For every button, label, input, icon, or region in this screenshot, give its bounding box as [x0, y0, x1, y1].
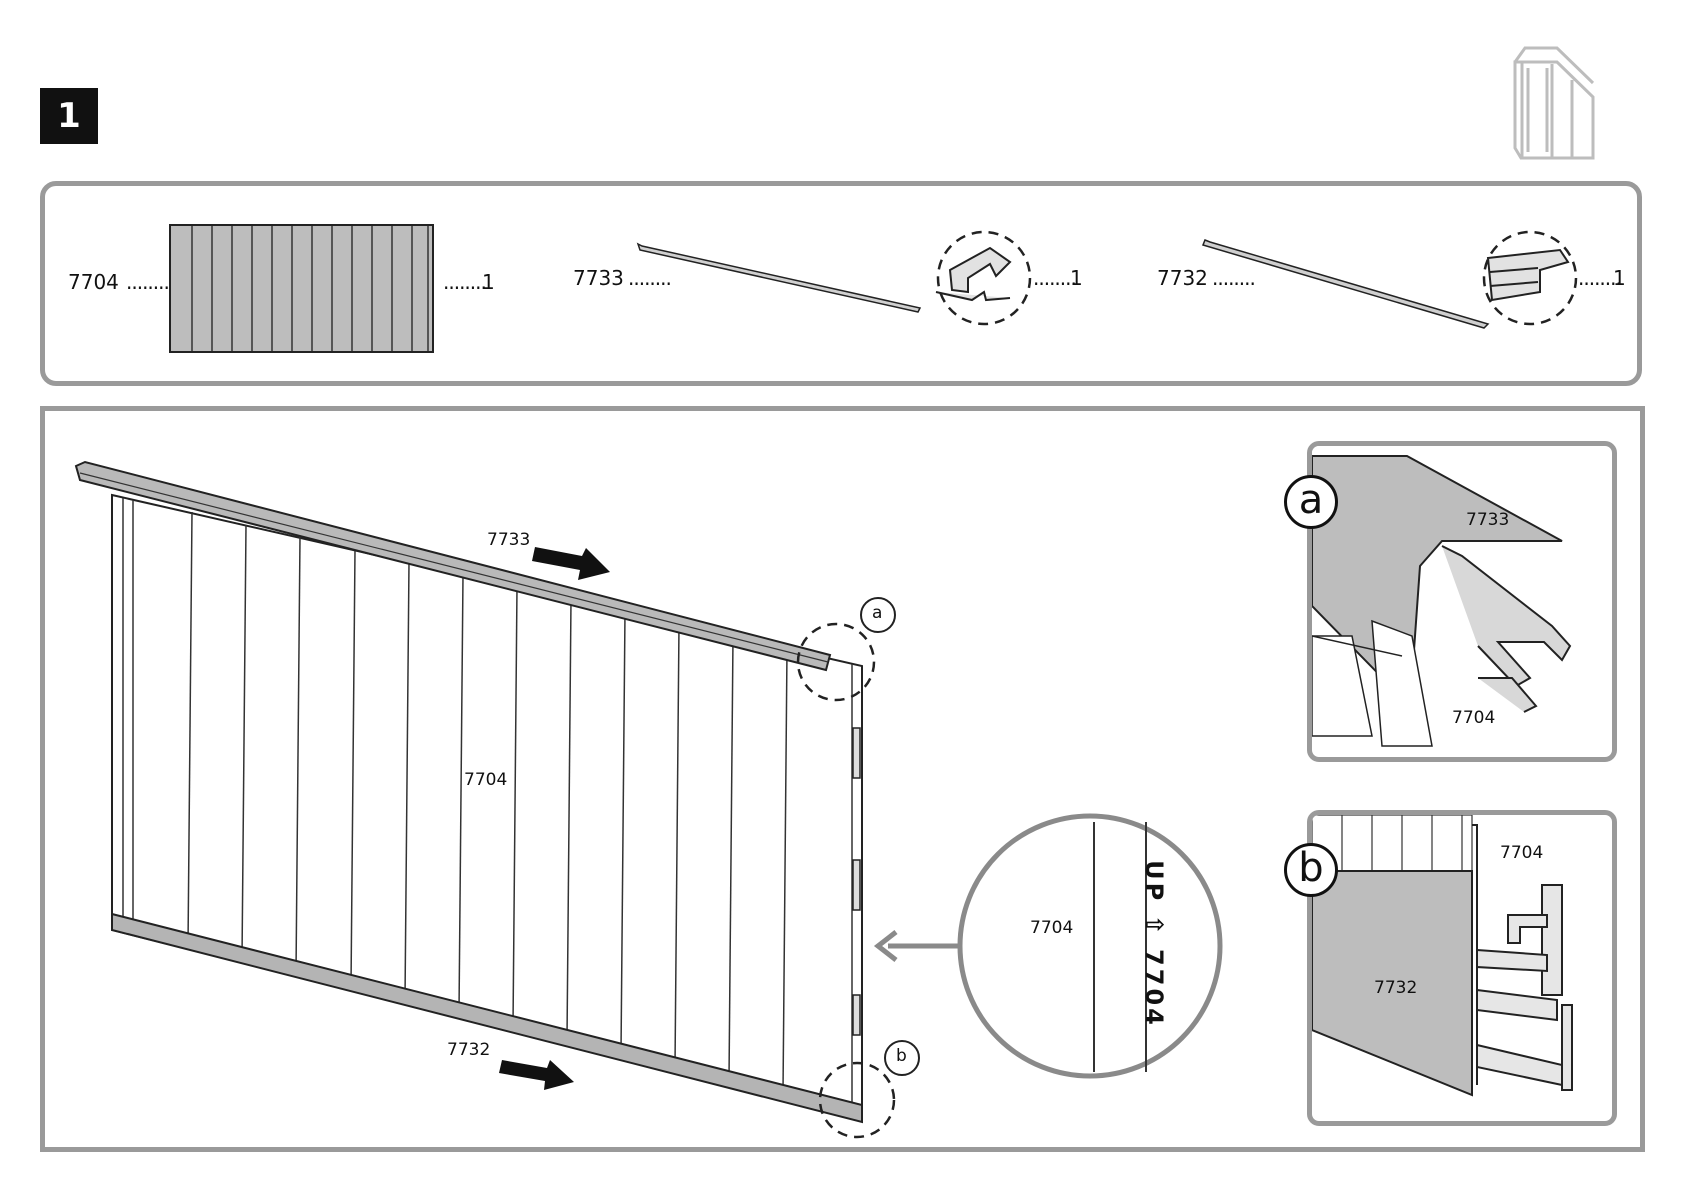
detail-b-panel — [1307, 810, 1617, 1126]
zoom-stamp-text: UP ⇧ 7704 — [1140, 860, 1168, 1028]
callout-a-letter: a — [872, 603, 882, 623]
part-leader-dots: ........ — [1212, 266, 1255, 290]
top-rail-label: 7733 — [487, 530, 530, 550]
part-id-7732: 7732 — [1157, 266, 1208, 290]
detail-a-panel-label: 7704 — [1452, 708, 1495, 728]
bottom-rail-label: 7732 — [447, 1040, 490, 1060]
detail-a-rail-label: 7733 — [1466, 510, 1509, 530]
detail-a-letter: a — [1284, 475, 1338, 529]
part-qty: 1 — [482, 270, 495, 294]
part-leader-dots: ........ — [126, 270, 169, 294]
detail-b-letter: b — [1284, 843, 1338, 897]
part-qty: 1 — [1070, 266, 1083, 290]
part-leader-dots: ........ — [628, 266, 671, 290]
detail-b-rail-label: 7732 — [1374, 978, 1417, 998]
part-id-7733: 7733 — [573, 266, 624, 290]
detail-b-panel-label: 7704 — [1500, 843, 1543, 863]
part-leader-dots: ........ — [443, 270, 486, 294]
part-id-7704: 7704 — [68, 270, 119, 294]
callout-b-letter: b — [896, 1046, 907, 1066]
panel-label: 7704 — [464, 770, 507, 790]
zoom-panel-label: 7704 — [1030, 918, 1073, 938]
step-number: 1 — [40, 88, 98, 144]
parts-list-panel — [40, 181, 1642, 386]
part-qty: 1 — [1613, 266, 1626, 290]
